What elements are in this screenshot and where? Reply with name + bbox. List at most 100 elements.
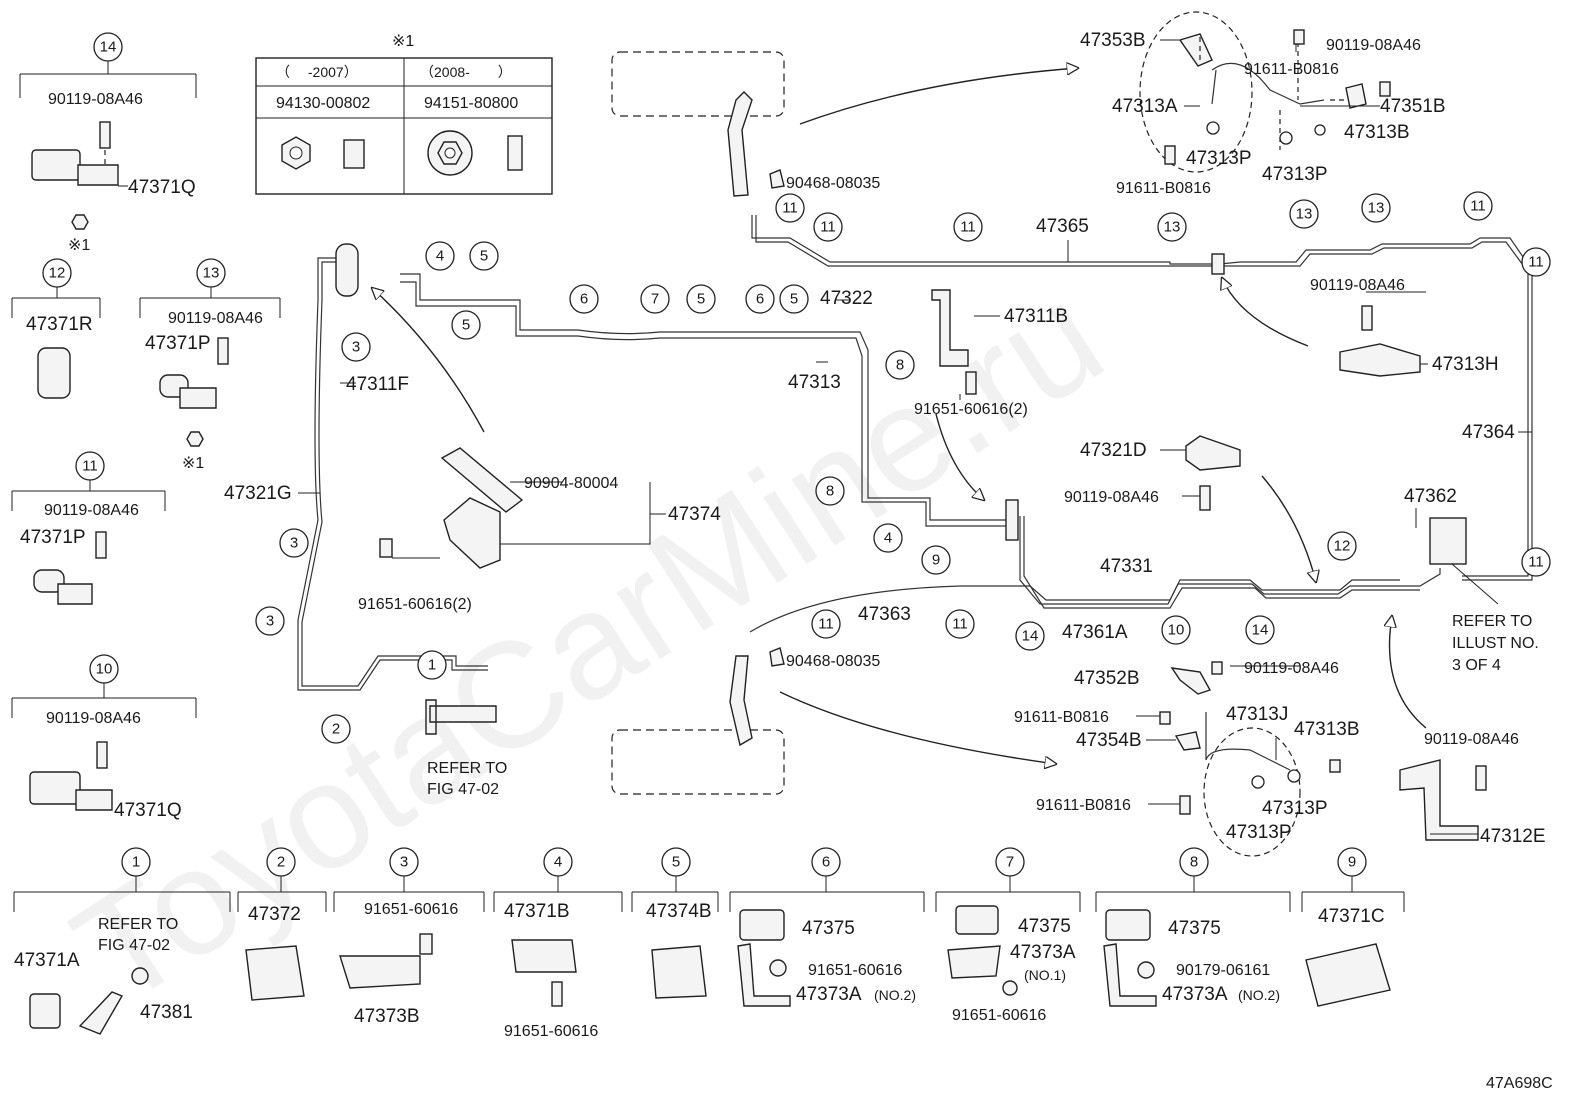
- refer-a-line2: FIG 47-02: [427, 781, 499, 798]
- b3-part-47373B: 47373B: [354, 1006, 420, 1027]
- bolt-90119-label: 90119-08A46: [48, 91, 143, 108]
- arrows: [372, 68, 1427, 764]
- clip-icon: [1105, 909, 1151, 941]
- callout-2: 2: [321, 714, 351, 744]
- label-47313: 47313: [788, 372, 841, 393]
- callout-5-label: 5: [480, 248, 488, 265]
- callout-11-label: 11: [820, 219, 836, 236]
- clip-90468-a: [769, 169, 785, 189]
- bolt-icon: [1199, 485, 1211, 511]
- callout-14-label: 14: [100, 39, 117, 56]
- bolt-icon: [419, 933, 433, 955]
- callout-5-label: 5: [790, 291, 798, 308]
- label-90904-80004: 90904-80004: [524, 475, 618, 492]
- bracket-icon: [947, 945, 1001, 979]
- callout-14-label: 14: [1022, 628, 1039, 645]
- callout-11: 11: [1521, 247, 1551, 277]
- label-90119-c: 90119-08A46: [1064, 489, 1159, 506]
- view-box-bottom: [611, 729, 785, 795]
- b1-part-47381: 47381: [140, 1002, 193, 1023]
- callout-8: 8: [885, 350, 915, 380]
- callout-b1: 1: [132, 854, 140, 871]
- callout-10-label: 10: [96, 661, 113, 678]
- callout-11: 11: [1521, 547, 1551, 577]
- mark-note-b: ※1: [182, 455, 204, 472]
- part-47371P-b: 47371P: [20, 527, 86, 548]
- legend-right-header: （2008- ）: [420, 64, 512, 80]
- bolt-icon: [1159, 711, 1171, 725]
- main-labels: 47321G 47311F 90904-80004 47374 91651-60…: [224, 175, 1546, 847]
- mark-note-a: ※1: [68, 237, 90, 254]
- callout-11-label: 11: [82, 458, 98, 475]
- callout-3-label: 3: [266, 613, 274, 630]
- callout-5: 5: [469, 241, 499, 271]
- bolt-icon: [769, 959, 787, 977]
- callout-13-label: 13: [203, 265, 220, 282]
- clamp-icon: [29, 771, 81, 805]
- b7-part-47373A: 47373A: [1010, 942, 1076, 963]
- bracket-47351B: [1345, 83, 1367, 109]
- label-91651-b: 91651-60616(2): [914, 401, 1028, 418]
- bracket-47311B: [931, 289, 969, 367]
- cylinder-47372: [425, 699, 497, 735]
- callout-b9: 9: [1348, 854, 1356, 871]
- callout-12-label: 12: [1334, 538, 1351, 555]
- b7-bolt: 91651-60616: [952, 1007, 1046, 1024]
- b6-bolt: 91651-60616: [808, 962, 902, 979]
- bolt-icon: [1164, 145, 1176, 165]
- bracket-47352B: [1170, 667, 1212, 695]
- legend-right-part: 94151-80800: [424, 95, 518, 112]
- label-47313P-c: 47313P: [1262, 798, 1328, 819]
- legend-left-part: 94130-00802: [276, 95, 370, 112]
- callout-3: 3: [341, 332, 371, 362]
- b1-part-47371A: 47371A: [14, 950, 80, 971]
- callout-b8: 8: [1190, 854, 1198, 871]
- label-47313B-b: 47313B: [1294, 719, 1360, 740]
- label-47321D: 47321D: [1080, 440, 1147, 461]
- bracket-icon: [78, 991, 124, 1035]
- clip-icon: [739, 909, 785, 941]
- b8-bolt: 90179-06161: [1176, 962, 1270, 979]
- callout-3-label: 3: [352, 339, 360, 356]
- b8-part-47375: 47375: [1168, 918, 1221, 939]
- callout-9-label: 9: [932, 552, 940, 569]
- bracket-icon: [1103, 943, 1157, 1007]
- nut-side-icon: [343, 139, 365, 169]
- callout-3-label: 3: [290, 535, 298, 552]
- bolt-icon: [551, 981, 563, 1007]
- label-47353B: 47353B: [1080, 30, 1146, 51]
- callout-12: 12: [1327, 531, 1357, 561]
- bolt-90119-label-11: 90119-08A46: [44, 502, 139, 519]
- label-47361A: 47361A: [1062, 622, 1128, 643]
- callout-11: 11: [1463, 191, 1493, 221]
- b1-refer-2: FIG 47-02: [98, 937, 170, 954]
- b8-part-47373A: 47373A: [1162, 984, 1228, 1005]
- callout-1-label: 1: [428, 657, 436, 674]
- callout-5: 5: [451, 310, 481, 340]
- bolt-90119-label-10: 90119-08A46: [46, 710, 141, 727]
- callout-13-label: 13: [1296, 206, 1313, 223]
- bolt-icon: [95, 531, 107, 559]
- hose-bottom: [729, 655, 753, 747]
- clip-icon: [955, 905, 999, 935]
- brake-pipes: [297, 215, 1533, 691]
- callout-4: 4: [873, 523, 903, 553]
- callout-b4: 4: [554, 854, 562, 871]
- label-47313B-a: 47313B: [1344, 122, 1410, 143]
- callout-4: 4: [425, 241, 455, 271]
- callout-4-label: 4: [436, 248, 444, 265]
- callout-4-label: 4: [884, 530, 892, 547]
- b8-sub: (NO.2): [1238, 987, 1280, 1003]
- b7-sub: (NO.1): [1024, 967, 1066, 983]
- leader-lines: [298, 39, 1532, 835]
- top-right-labels: 47353B 90119-08A46 91611-B0816 47313A 47…: [1080, 30, 1446, 197]
- label-47364: 47364: [1462, 422, 1515, 443]
- part-47371Q-a: 47371Q: [128, 177, 196, 198]
- label-47313H: 47313H: [1432, 354, 1499, 375]
- clip-icon: [37, 347, 71, 399]
- bolt-icon: [1002, 980, 1018, 996]
- label-90468-b: 90468-08035: [786, 653, 880, 670]
- b5-part-47374B: 47374B: [646, 901, 712, 922]
- callout-7-label: 7: [651, 291, 659, 308]
- bolt-icon: [1293, 29, 1305, 45]
